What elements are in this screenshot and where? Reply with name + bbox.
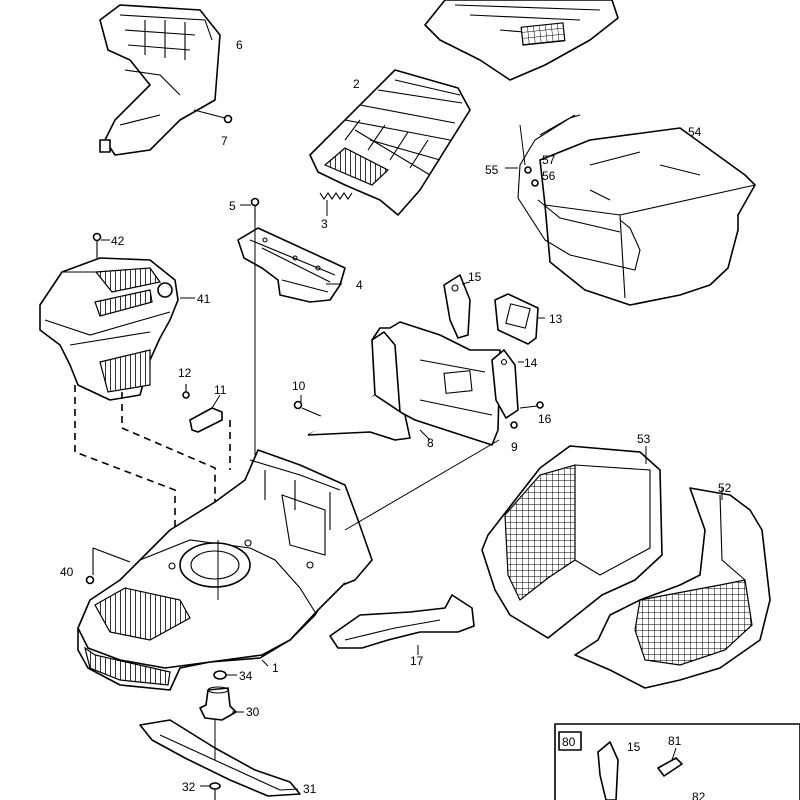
inset-kit-80 — [554, 723, 800, 800]
callout-12: 12 — [178, 366, 192, 380]
washer-part-34 — [213, 670, 237, 680]
bag-frame-part-55 — [505, 114, 641, 271]
callout-31: 31 — [303, 782, 317, 796]
inset-callout-15: 15 — [627, 740, 641, 754]
callout-41: 41 — [197, 292, 211, 306]
callout-10: 10 — [292, 379, 306, 393]
engine-mount-dashed-lines — [74, 385, 231, 570]
callout-30: 30 — [246, 705, 260, 719]
screw-part-42 — [92, 232, 110, 258]
discharge-chute-part-17 — [329, 594, 475, 655]
washer-part-56 — [531, 179, 539, 187]
callout-6: 6 — [236, 38, 243, 52]
callout-53: 53 — [637, 432, 651, 446]
screw-part-40 — [85, 547, 131, 585]
callout-52: 52 — [718, 481, 732, 495]
engine-part-41 — [39, 257, 195, 401]
lever-part-15 — [443, 274, 471, 339]
screw-part-12 — [182, 384, 190, 399]
callout-16: 16 — [538, 412, 552, 426]
screw-part-9 — [510, 421, 518, 429]
callout-1: 1 — [272, 661, 279, 675]
callout-8: 8 — [427, 436, 434, 450]
bracket-part-14 — [491, 349, 524, 419]
inset-title: 80 — [562, 735, 576, 749]
callout-14: 14 — [524, 356, 538, 370]
callout-labels: 1 2 3 4 5 6 7 8 9 10 11 12 13 14 15 16 1… — [60, 38, 732, 796]
blade-adapter-part-30 — [199, 686, 244, 721]
top-cover-partial — [424, 0, 619, 81]
callout-32: 32 — [182, 780, 196, 794]
callout-54: 54 — [688, 125, 702, 139]
spring-part-3 — [319, 192, 353, 216]
grass-bag-part-54 — [539, 127, 756, 306]
callout-17: 17 — [410, 654, 424, 668]
callout-15: 15 — [468, 270, 482, 284]
blade-bolt-part-32 — [200, 782, 221, 800]
callout-56: 56 — [542, 169, 556, 183]
callout-5: 5 — [229, 199, 236, 213]
cable-clip-part-11 — [189, 394, 223, 433]
blade-part-31 — [139, 719, 301, 797]
callout-4: 4 — [356, 278, 363, 292]
callout-40: 40 — [60, 565, 74, 579]
callout-7: 7 — [221, 134, 228, 148]
inset-callout-82: 82 — [692, 790, 706, 800]
callout-3: 3 — [321, 217, 328, 231]
bolt-part-5 — [240, 197, 260, 222]
hinge-block-part-13 — [494, 293, 545, 345]
rear-shield-part-8 — [307, 321, 501, 446]
inset-labels: 80 15 81 82 — [562, 734, 706, 800]
callout-11: 11 — [214, 383, 227, 397]
callout-13: 13 — [549, 312, 563, 326]
callout-34: 34 — [239, 669, 253, 683]
rear-cover-part-6 — [99, 4, 221, 156]
callout-9: 9 — [511, 440, 518, 454]
callout-57: 57 — [542, 153, 556, 167]
screw-part-7 — [193, 109, 233, 124]
bracket-part-4 — [237, 227, 346, 303]
callout-55: 55 — [485, 163, 499, 177]
grass-catcher-part-53 — [481, 445, 663, 639]
mower-deck-part-1 — [77, 449, 373, 691]
engine-hood-part-2 — [309, 69, 471, 216]
callout-2: 2 — [353, 77, 360, 91]
screw-part-57 — [524, 166, 532, 174]
screw-part-16 — [519, 401, 544, 409]
callout-42: 42 — [111, 234, 125, 248]
grass-bag-cover-part-52 — [574, 487, 771, 689]
inset-callout-81: 81 — [668, 734, 682, 748]
